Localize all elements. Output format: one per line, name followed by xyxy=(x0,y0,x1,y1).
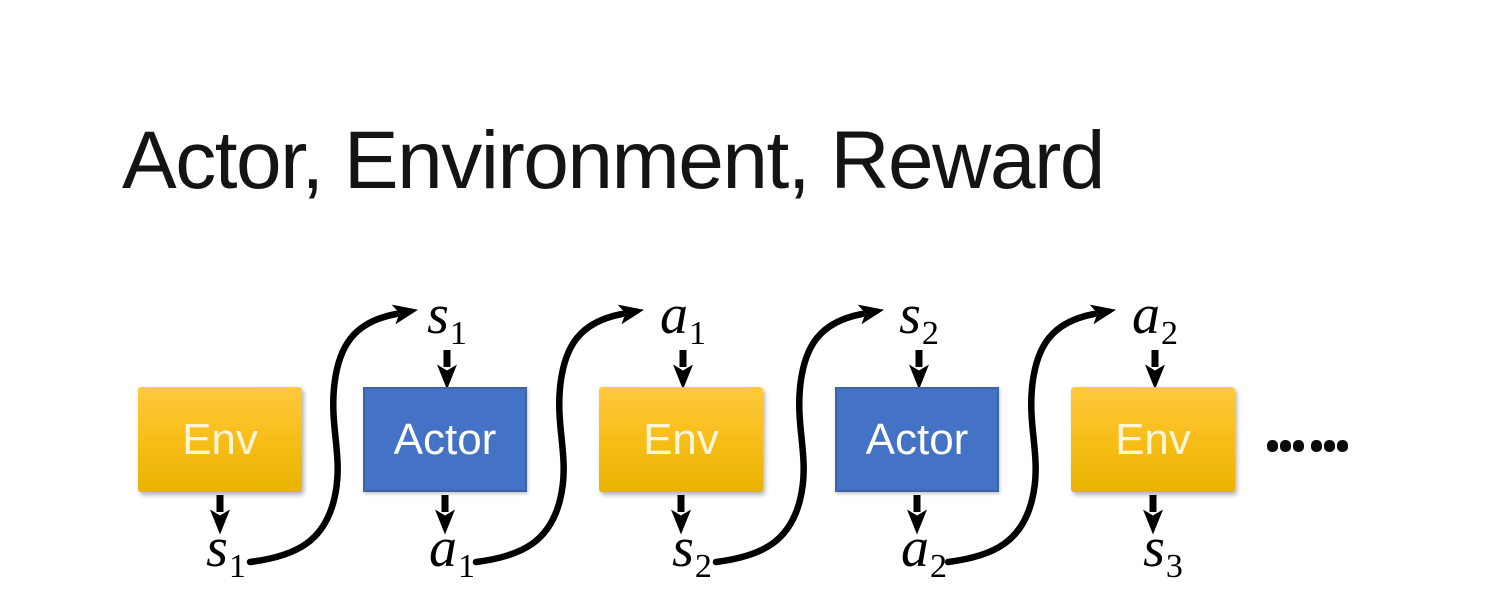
env-box: Env xyxy=(138,387,302,492)
dot xyxy=(1280,440,1291,452)
ellipsis-icon xyxy=(1267,439,1350,453)
math-var: s xyxy=(672,517,694,579)
bottom-label-a1: a1 xyxy=(429,520,475,584)
actor-box: Actor xyxy=(835,387,999,492)
bottom-label-s3: s3 xyxy=(1143,520,1183,584)
dot xyxy=(1267,440,1278,452)
math-sub: 2 xyxy=(694,548,712,585)
bottom-label-s1: s1 xyxy=(206,520,246,584)
math-sub: 1 xyxy=(689,315,706,352)
math-var: s xyxy=(427,284,449,346)
page-title: Actor, Environment, Reward xyxy=(122,115,1105,206)
math-sub: 3 xyxy=(1165,548,1183,585)
env-box: Env xyxy=(1071,387,1235,492)
math-var: a xyxy=(1132,284,1160,346)
actor-box-label: Actor xyxy=(393,414,497,464)
math-sub: 2 xyxy=(1161,315,1178,352)
env-box-label: Env xyxy=(1115,414,1191,464)
env-box: Env xyxy=(599,387,763,492)
bottom-down-arrows xyxy=(210,495,1163,535)
actor-box-label: Actor xyxy=(865,414,969,464)
env-box-label: Env xyxy=(182,414,258,464)
dot xyxy=(1324,440,1335,452)
dot xyxy=(1337,440,1348,452)
env-box-label: Env xyxy=(643,414,719,464)
math-sub: 1 xyxy=(228,548,246,585)
math-sub: 2 xyxy=(930,548,947,585)
bottom-label-s2: s2 xyxy=(672,520,712,584)
math-var: a xyxy=(660,284,688,346)
math-var: s xyxy=(899,284,921,346)
math-sub: 2 xyxy=(921,315,939,352)
math-var: s xyxy=(1143,517,1165,579)
math-var: s xyxy=(206,517,228,579)
dot xyxy=(1311,440,1322,452)
actor-box: Actor xyxy=(363,387,527,492)
math-var: a xyxy=(429,517,457,579)
top-label-s2: s2 xyxy=(899,287,939,351)
top-label-s1: s1 xyxy=(427,287,467,351)
top-label-a1: a1 xyxy=(660,287,706,351)
bottom-label-a2: a2 xyxy=(901,520,947,584)
math-sub: 1 xyxy=(449,315,467,352)
math-var: a xyxy=(901,517,929,579)
top-label-a2: a2 xyxy=(1132,287,1178,351)
top-down-arrows xyxy=(437,350,1165,390)
math-sub: 1 xyxy=(458,548,475,585)
dot xyxy=(1293,440,1304,452)
